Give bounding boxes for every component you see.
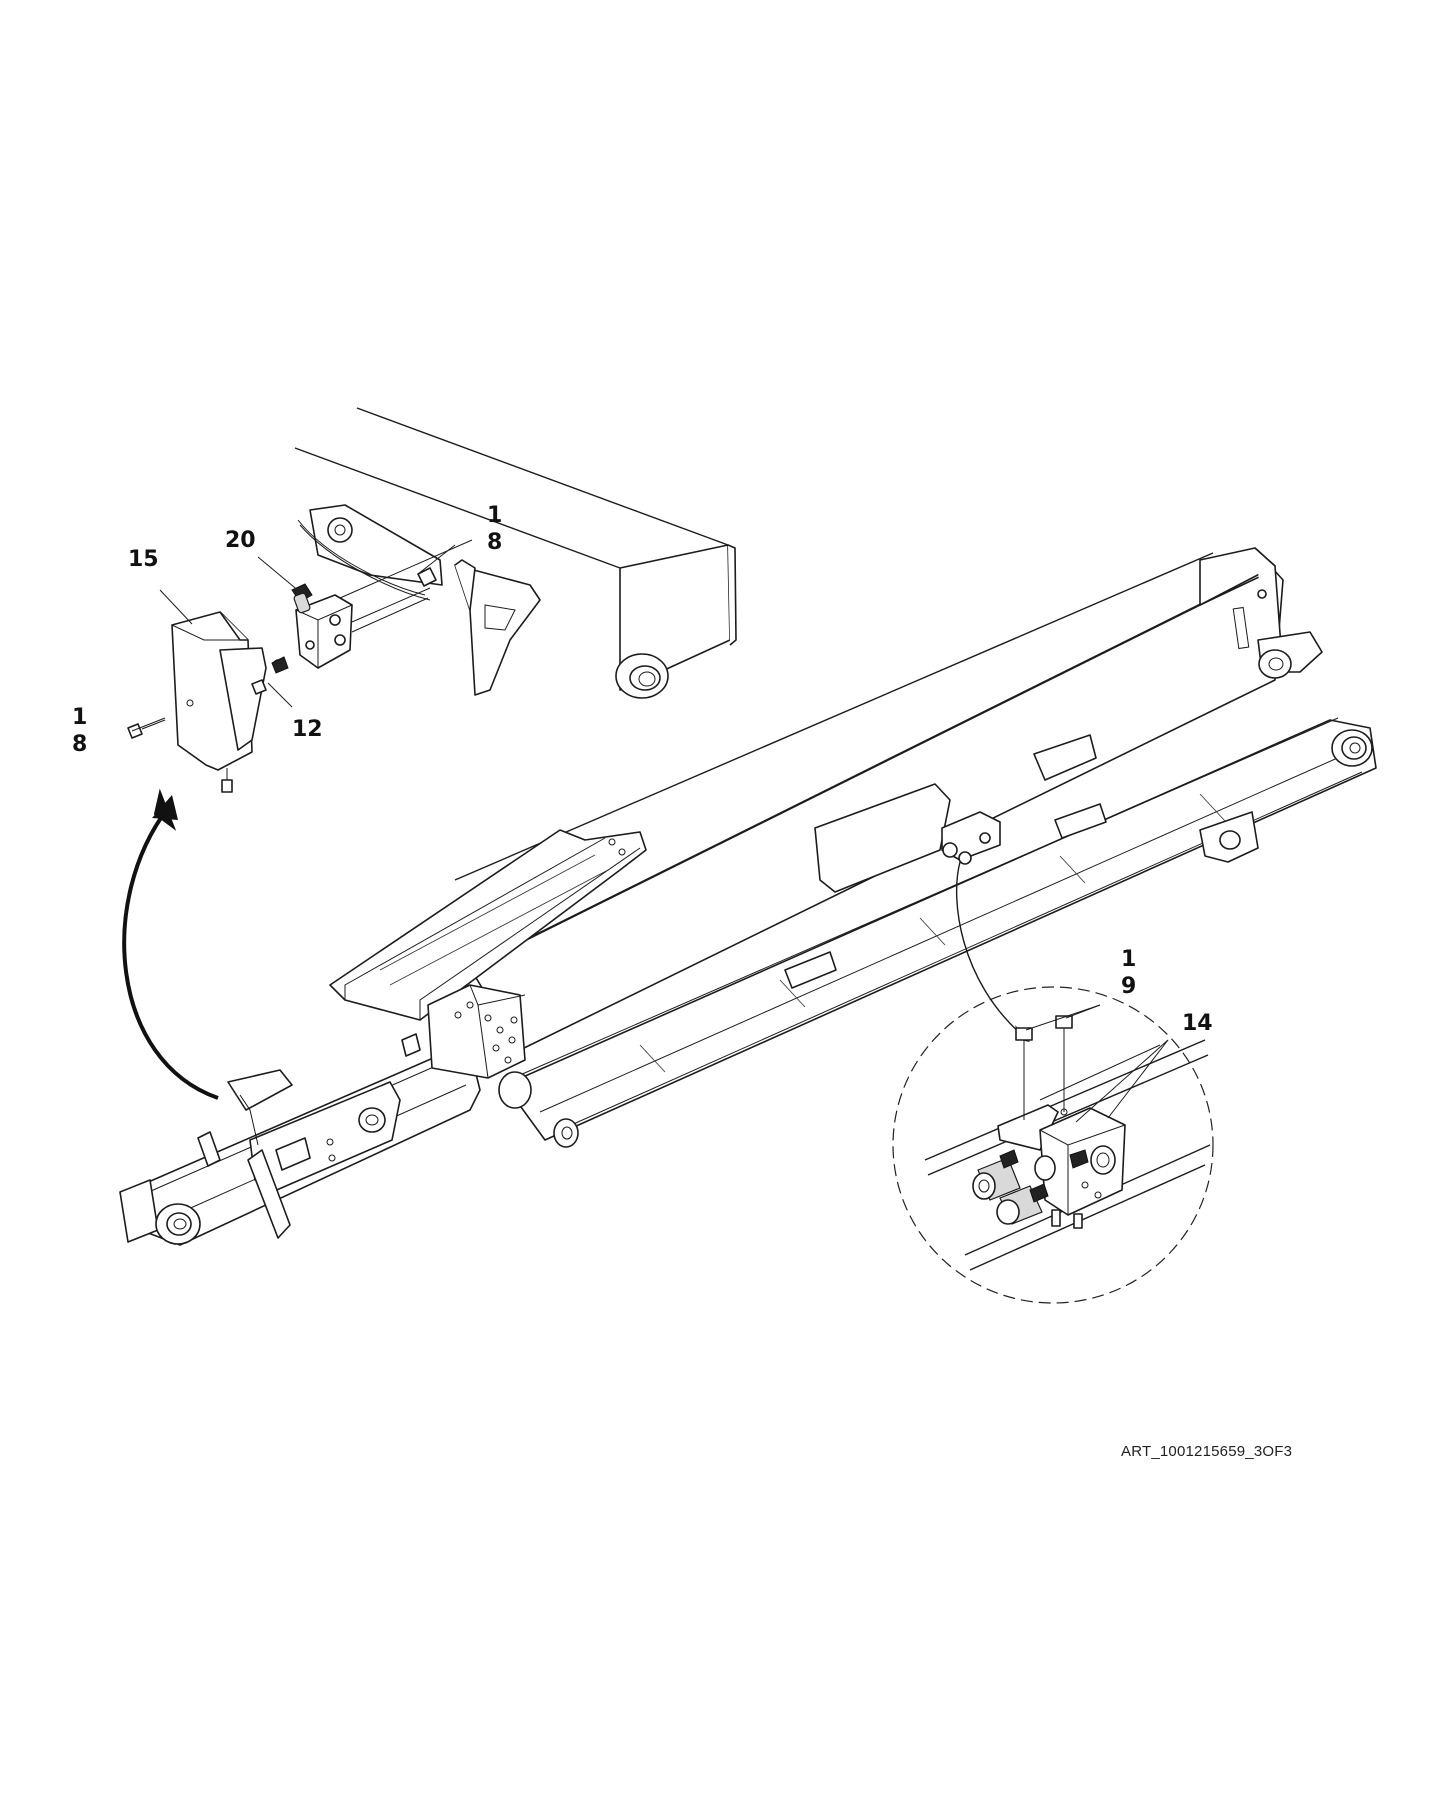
- callout-1-9: 1 9: [1121, 946, 1136, 1000]
- callout-1-8-top-line-1: 1: [487, 503, 503, 528]
- callout-14: 14: [1182, 1010, 1213, 1037]
- callout-14-line-1: 14: [1182, 1011, 1213, 1036]
- transfer-arrow: [122, 788, 219, 1100]
- main-boom-assembly: [119, 547, 1377, 1246]
- callout-1-9-line-2: 9: [1121, 974, 1137, 999]
- callout-1-8-top: 1 8: [487, 502, 502, 556]
- art-reference-number: ART_1001215659_3OF3: [1121, 1443, 1293, 1460]
- callout-1-8-left-line-1: 1: [72, 705, 88, 730]
- valve-detail-circle: [892, 986, 1214, 1304]
- upper-boom-detail: [127, 407, 737, 793]
- leader-lines: [131, 539, 1169, 1123]
- callout-1-8-left-line-2: 8: [72, 732, 88, 757]
- callout-15-line-1: 15: [128, 547, 159, 572]
- callout-20-line-1: 20: [225, 528, 256, 553]
- callout-15: 15: [128, 546, 159, 573]
- callout-12-line-1: 12: [292, 717, 323, 742]
- callout-1-8-top-line-2: 8: [487, 530, 503, 555]
- callout-12: 12: [292, 716, 323, 743]
- callout-20: 20: [225, 527, 256, 554]
- callout-1-8-left: 1 8: [72, 704, 87, 758]
- callout-1-9-line-1: 1: [1121, 947, 1137, 972]
